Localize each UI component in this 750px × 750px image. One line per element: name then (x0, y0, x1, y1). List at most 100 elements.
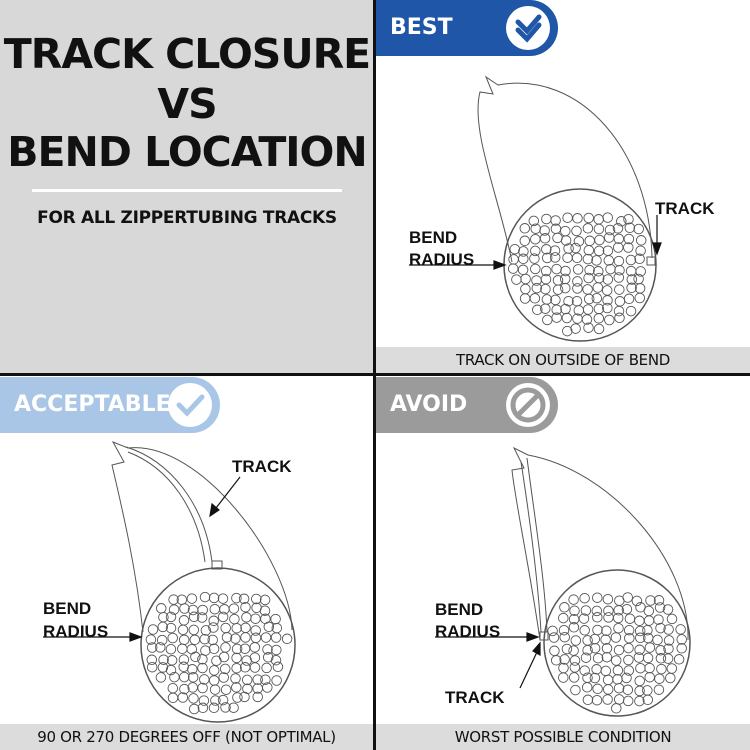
fiber-circle (645, 595, 656, 606)
fiber-circle (568, 645, 579, 656)
fiber-circle (220, 684, 232, 695)
fiber-circle (634, 292, 646, 304)
fiber-circle (662, 653, 674, 664)
fiber-circle (217, 593, 229, 604)
fiber-circle (263, 621, 275, 633)
fiber-circle (188, 703, 200, 715)
fiber-circle (509, 243, 521, 255)
avoid-caption: WORST POSSIBLE CONDITION (376, 724, 750, 750)
fiber-circle (249, 642, 261, 653)
fiber-circle (155, 603, 167, 614)
fiber-circle (653, 595, 665, 606)
fiber-circle (600, 665, 612, 677)
fiber-circle (231, 592, 242, 604)
fiber-circle (529, 253, 540, 264)
fiber-circle (623, 624, 635, 636)
fiber-circle (208, 622, 219, 633)
avoid-bend-circle (543, 569, 691, 717)
fiber-circle (582, 694, 594, 706)
fiber-circle (519, 235, 531, 247)
fiber-circle (635, 662, 646, 674)
fiber-circle (178, 615, 190, 626)
avoid-track-label: TRACK (445, 688, 505, 707)
acceptable-badge: ACCEPTABLE (0, 377, 220, 433)
fiber-circle (654, 673, 665, 684)
fiber-circle (270, 613, 281, 625)
fiber-circle (560, 225, 571, 237)
fiber-circle (583, 322, 594, 333)
fiber-circle (199, 674, 210, 685)
fiber-circle (517, 264, 529, 276)
fiber-circle (158, 654, 169, 665)
fiber-circle (541, 252, 553, 264)
fiber-circle (623, 242, 634, 253)
fiber-circle (610, 632, 622, 643)
acceptable-badge-label: ACCEPTABLE (14, 392, 171, 417)
fiber-circle (558, 662, 569, 674)
fiber-circle (155, 642, 166, 653)
fiber-circle (603, 605, 614, 617)
fiber-circle (559, 654, 570, 665)
fiber-circle (561, 643, 573, 655)
fiber-circle (583, 212, 594, 224)
fiber-circle (539, 233, 551, 244)
fiber-circle (614, 284, 625, 295)
fiber-circle (251, 593, 262, 605)
fiber-circle (558, 612, 569, 624)
fiber-circle (623, 213, 634, 225)
fiber-circle (241, 674, 253, 686)
acceptable-track-line (125, 446, 213, 563)
fiber-circle (614, 312, 625, 324)
fiber-circle (610, 655, 622, 666)
fiber-circle (603, 255, 615, 266)
fiber-circle (240, 632, 251, 643)
fiber-circle (530, 233, 541, 245)
fiber-circle (634, 625, 646, 637)
fiber-circle (229, 613, 240, 625)
fiber-circle (210, 695, 221, 706)
fiber-circle (582, 223, 594, 234)
fiber-circle (634, 695, 645, 707)
fiber-circle (591, 694, 603, 706)
fiber-circle (573, 236, 585, 247)
fiber-circle (571, 225, 582, 237)
fiber-circle (562, 252, 573, 263)
fiber-circle (230, 673, 241, 684)
fiber-circle (177, 643, 188, 655)
best-caption: TRACK ON OUTSIDE OF BEND (376, 347, 750, 373)
fiber-circle (240, 622, 251, 634)
acceptable-bend-label-1: BEND (43, 599, 91, 618)
fiber-circle (634, 685, 645, 697)
fiber-circle (249, 652, 261, 663)
fiber-circle (541, 213, 552, 225)
fiber-circle (593, 223, 605, 235)
fiber-circle (605, 263, 616, 275)
fiber-circle (561, 312, 573, 324)
fiber-circle (231, 622, 242, 634)
best-bend-label-2: RADIUS (409, 250, 474, 269)
fiber-circle (589, 633, 601, 645)
fiber-circle (520, 283, 531, 295)
fiber-circle (187, 664, 198, 675)
fiber-circle (165, 622, 177, 634)
fiber-circle (249, 662, 261, 673)
fiber-circle (583, 272, 594, 284)
acceptable-caption: 90 OR 270 DEGREES OFF (NOT OPTIMAL) (0, 724, 373, 750)
fiber-circle (569, 662, 581, 673)
fiber-circle (179, 603, 190, 614)
fiber-circle (199, 633, 210, 645)
acceptable-bend-label-2: RADIUS (43, 622, 108, 641)
fiber-circle (582, 253, 594, 265)
fiber-circle (600, 634, 611, 645)
fiber-circle (199, 591, 211, 603)
fiber-circle (518, 253, 529, 265)
best-tube-outline (477, 75, 653, 263)
fiber-circle (643, 605, 655, 617)
fiber-circle (582, 284, 593, 295)
fiber-circle (547, 625, 558, 637)
fiber-circle (634, 615, 645, 627)
fiber-circle (583, 244, 595, 256)
fiber-circle (168, 604, 180, 615)
fiber-circle (197, 682, 208, 694)
